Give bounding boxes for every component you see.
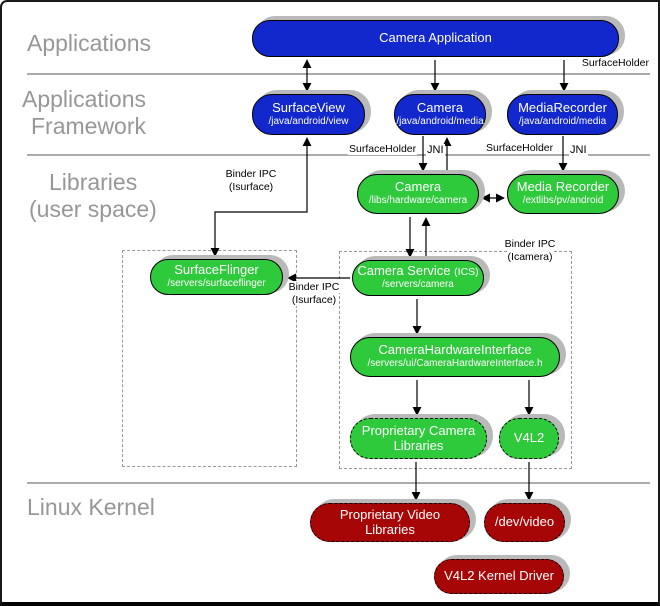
divider-libraries-kernel [27, 482, 650, 484]
camera-service-dashed-region [339, 251, 572, 469]
node-camera-service: Camera Service (ICS) /servers/camera [352, 260, 484, 296]
node-proprietary-video-libraries: Proprietary Video Libraries [310, 503, 470, 542]
surfaceflinger-dashed-region [122, 250, 297, 467]
section-label-linux-kernel: Linux Kernel [27, 494, 155, 520]
node-v4l2-kernel-driver: V4L2 Kernel Driver [434, 559, 564, 594]
node-mediarecorder-library: Media Recorder /extlibs/pv/android [507, 174, 619, 214]
label-jni-camera: JNI [426, 144, 445, 156]
section-label-applications: Applications [27, 30, 152, 56]
label-surfaceholder-mediarecorder: SurfaceHolder [485, 142, 555, 154]
label-binder-ipc-isurface-service: Binder IPC (Isurface) [287, 281, 341, 306]
node-surfaceflinger: SurfaceFlinger /servers/surfaceflinger [150, 259, 283, 295]
arrow-surfaceview-surfaceflinger [210, 137, 312, 257]
label-binder-ipc-isurface-view: Binder IPC (Isurface) [224, 168, 278, 193]
node-mediarecorder-framework: MediaRecorder /java/android/media [507, 94, 618, 135]
node-camera-library: Camera /libs/hardware/camera [357, 174, 479, 214]
divider-applications-framework [27, 73, 650, 75]
node-v4l2: V4L2 [499, 418, 559, 459]
label-jni-mediarecorder: JNI [569, 144, 588, 156]
section-label-libraries: Libraries (user space) [29, 169, 157, 223]
divider-framework-libraries [27, 154, 650, 156]
node-camera-application: Camera Application [252, 20, 619, 57]
node-proprietary-camera-libraries: Proprietary Camera Libraries [350, 418, 487, 459]
node-camera-framework: Camera /java/android/media [394, 94, 486, 135]
node-dev-video: /dev/video [484, 503, 565, 542]
node-camera-hardware-interface: CameraHardwareInterface /servers/ui/Came… [350, 337, 560, 377]
node-surfaceview: SurfaceView /java/android/view [252, 94, 365, 135]
section-label-applications-framework: Applications Framework [22, 86, 147, 140]
label-surfaceholder-camera: SurfaceHolder [348, 143, 418, 155]
label-binder-ipc-icamera: Binder IPC (Icamera) [503, 238, 557, 263]
label-surfaceholder-top: SurfaceHolder [580, 57, 650, 69]
